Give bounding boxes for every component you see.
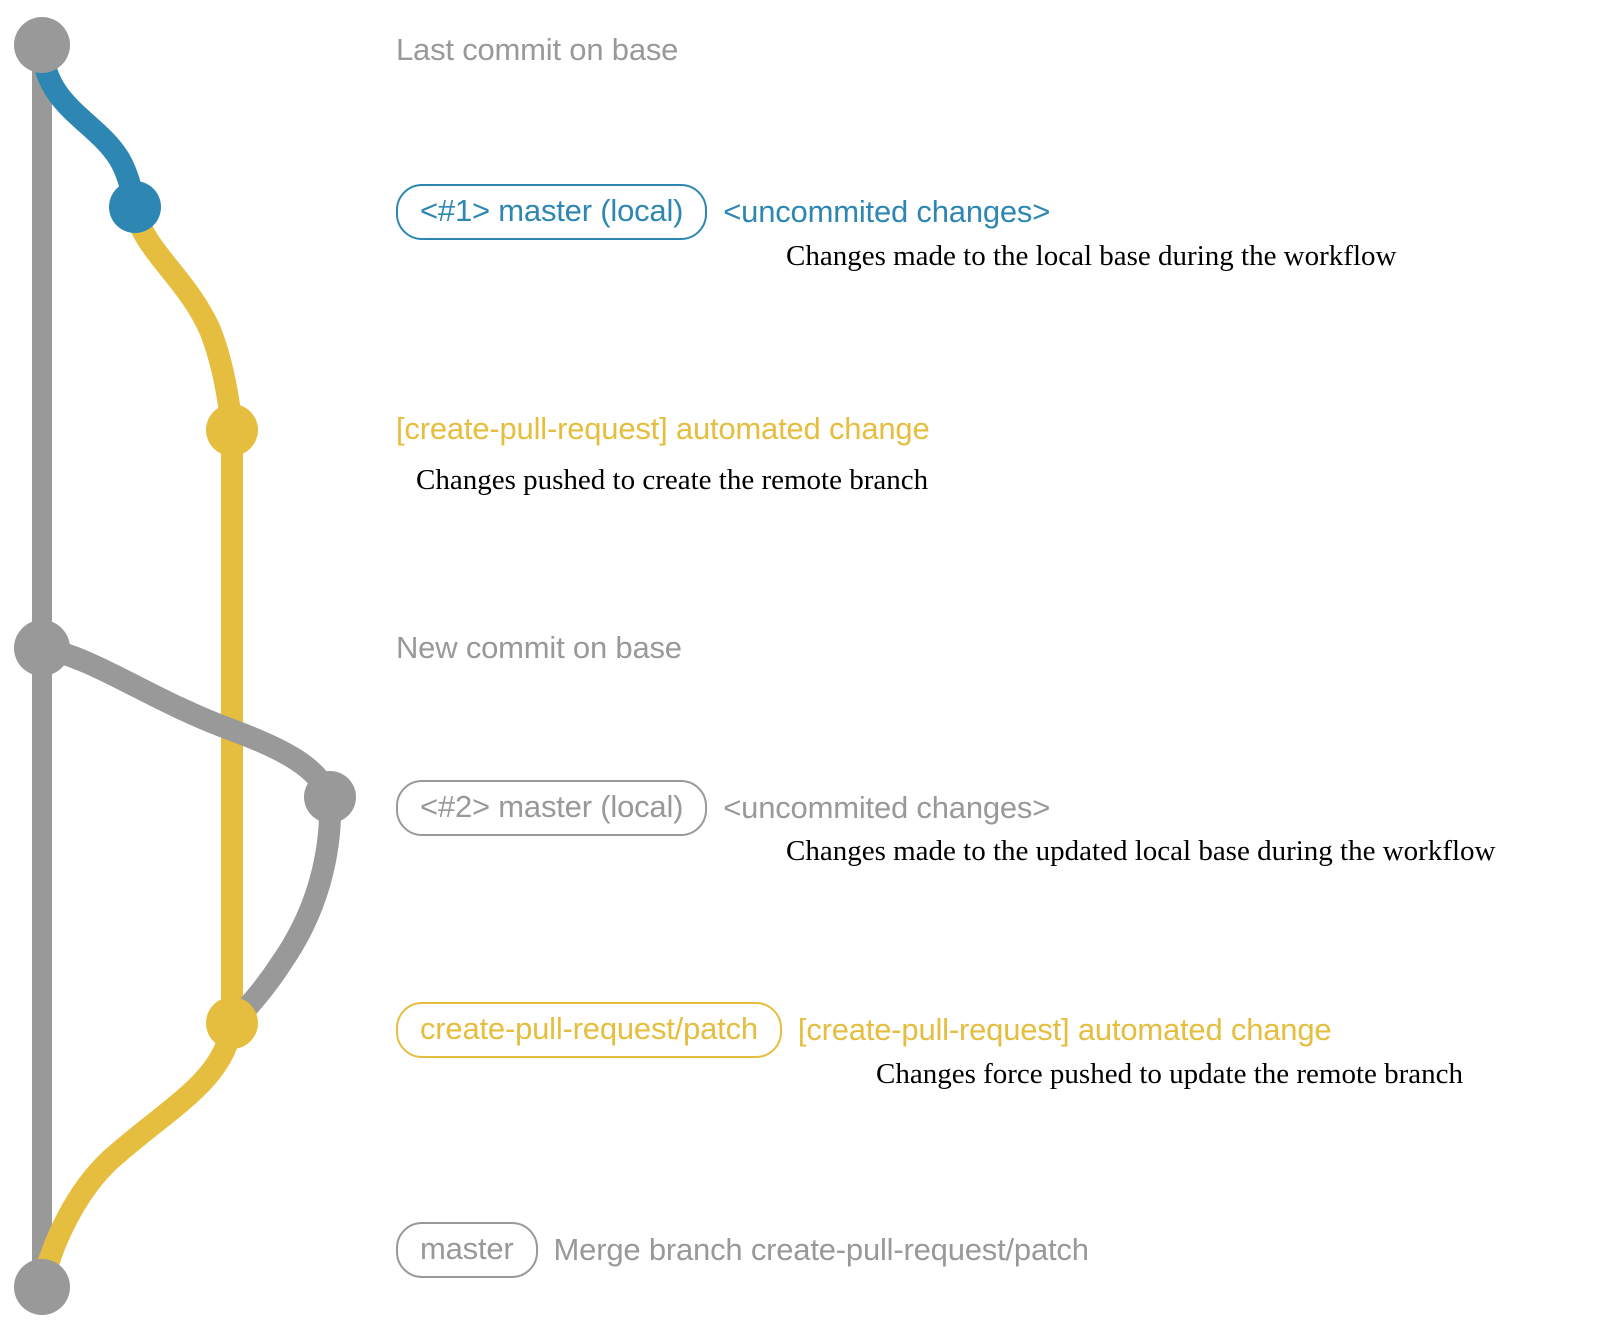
commit-node-base-new[interactable] [14,620,70,676]
description-push-remote-branch: Changes pushed to create the remote bran… [416,464,929,496]
commit-message-automated-change-2: [create-pull-request] automated change [797,1012,1332,1047]
branch-badge-master-local-1[interactable]: <#1> master (local) [396,184,708,240]
row-automated-change-1: [create-pull-request] automated change [396,411,930,447]
edge-local2-to-patch2 [221,786,342,1034]
branch-badge-create-pull-request-patch[interactable]: create-pull-request/patch [396,1002,782,1058]
commit-message-new-commit-on-base: New commit on base [396,630,682,665]
edge-base-to-local1 [31,37,146,218]
commit-node-base-top[interactable] [14,17,70,73]
description-local-changes-1: Changes made to the local base during th… [786,240,1397,272]
commit-node-patch-2[interactable] [206,997,258,1049]
description-force-push-remote-branch: Changes force pushed to update the remot… [876,1058,1464,1090]
edge-local1-to-patch1 [124,196,243,441]
commit-graph-svg [14,17,356,1315]
row-last-commit-on-base: Last commit on base [396,32,678,68]
commit-node-patch-1[interactable] [206,404,258,456]
edge-patch2-to-merge [31,1012,243,1298]
branch-badge-master-local-2[interactable]: <#2> master (local) [396,780,708,836]
row-automated-change-2: create-pull-request/patch [create-pull-r… [396,1002,1332,1058]
commit-message-merge-branch: Merge branch create-pull-request/patch [553,1232,1089,1267]
row-master-local-1: <#1> master (local) <uncommited changes> [396,184,1050,240]
commit-node-local-2[interactable] [304,771,356,823]
row-merge-branch: master Merge branch create-pull-request/… [396,1222,1089,1278]
commit-message-last-commit-on-base: Last commit on base [396,32,679,67]
commit-message-automated-change-1: [create-pull-request] automated change [396,411,930,446]
edge-basenew-to-local2 [31,637,341,808]
commit-message-uncommited-changes-1: <uncommited changes> [723,194,1051,229]
branch-badge-master[interactable]: master [396,1222,538,1278]
description-local-changes-2: Changes made to the updated local base d… [786,835,1496,867]
row-master-local-2: <#2> master (local) <uncommited changes> [396,780,1050,836]
row-new-commit-on-base: New commit on base [396,630,682,666]
commit-node-merge[interactable] [14,1259,70,1315]
commit-message-uncommited-changes-2: <uncommited changes> [723,790,1051,825]
commit-node-local-1[interactable] [109,181,161,233]
